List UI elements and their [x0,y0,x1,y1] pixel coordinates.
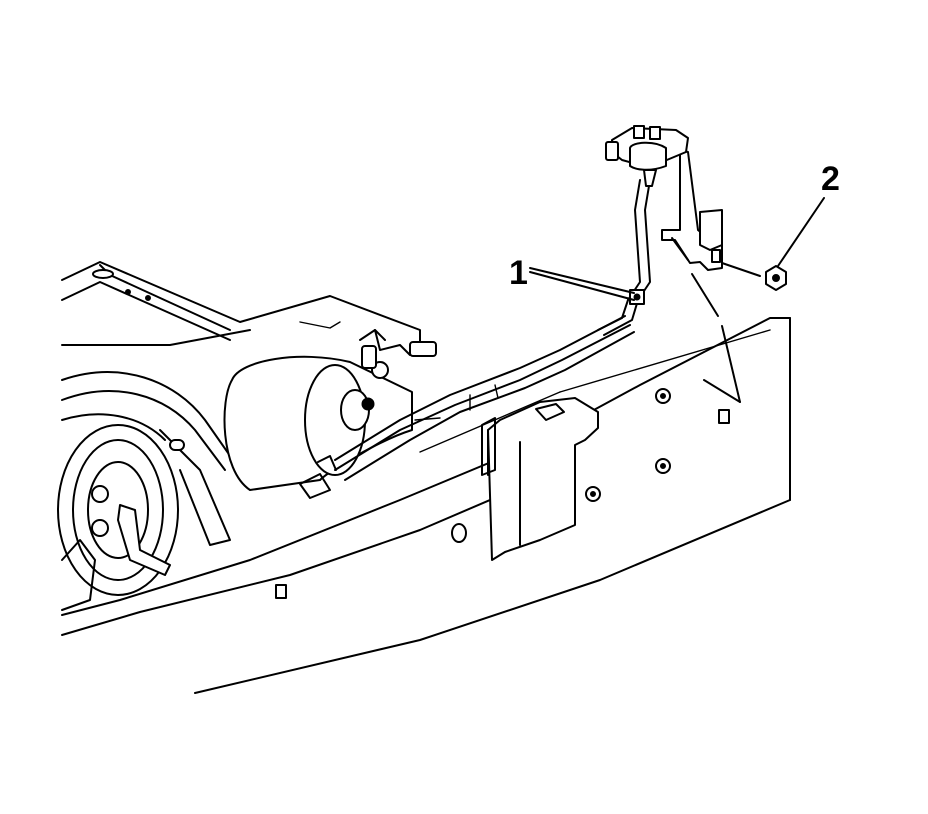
callout-1-label: 1 [509,254,528,292]
frame-slot [718,409,730,424]
mounting-nut [765,265,787,291]
callout-leaders [529,197,825,301]
rivet-nut [655,458,671,474]
chassis-lines [334,315,635,481]
frame-rail [61,317,791,694]
underbody-structure [61,261,421,546]
sensor-bracket [661,149,723,271]
axle-housing [57,424,179,611]
sensor-connector [605,125,689,187]
installation-lines [671,237,761,403]
callout-1-leader-b [529,267,635,294]
rivet-nut [655,388,671,404]
callout-2-leader [777,197,825,267]
rivet-nut [585,486,601,502]
bracket-slot [711,249,721,263]
muffler-assembly [223,329,437,499]
crossmember-bracket [481,397,599,561]
frame-hole [451,523,467,543]
sensor-harness [597,179,651,336]
callout-1-leader-a [529,271,635,301]
frame-slot [275,584,287,599]
callout-2-label: 2 [821,160,840,198]
